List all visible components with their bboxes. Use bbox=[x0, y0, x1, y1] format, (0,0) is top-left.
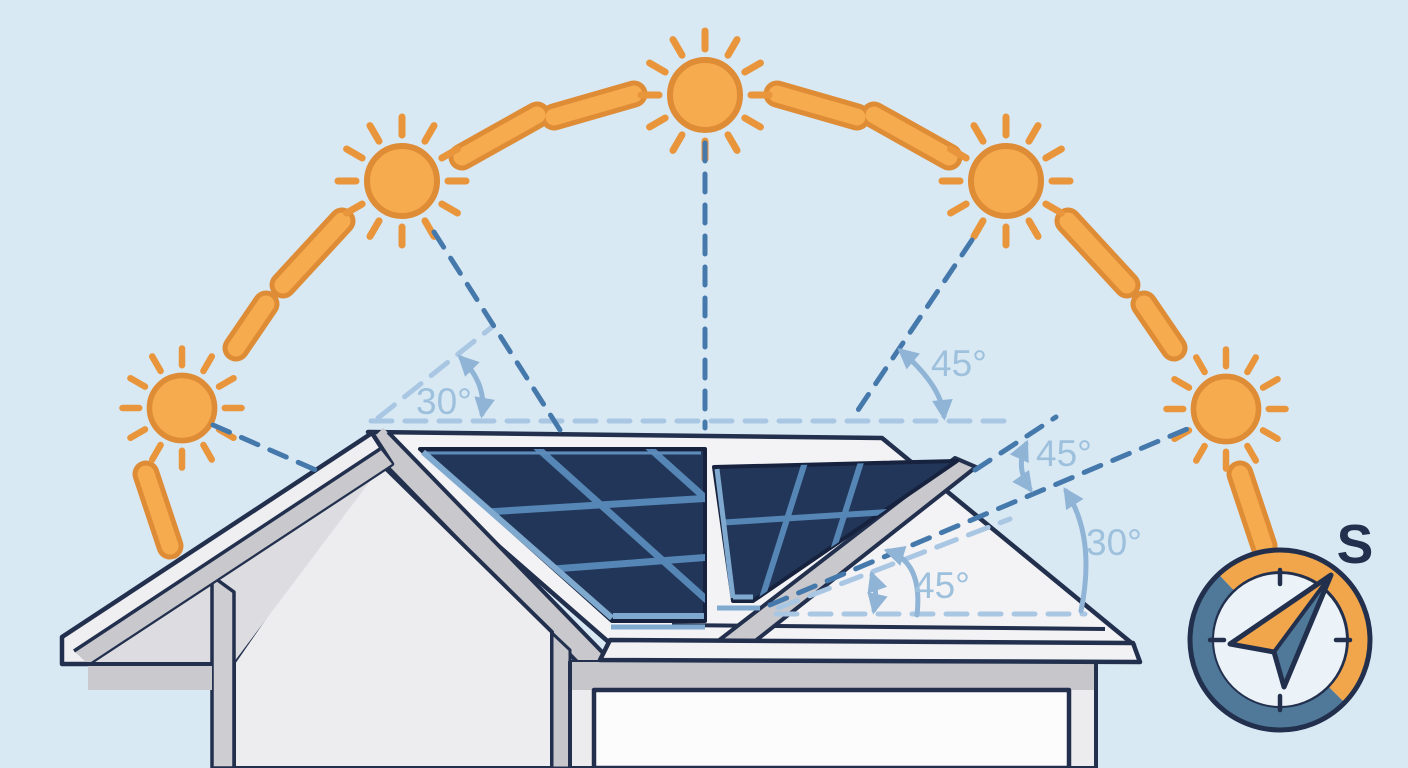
compass-ring-orange bbox=[1218, 550, 1370, 703]
compass-ticks bbox=[1207, 567, 1353, 713]
compass-ring-blue bbox=[1190, 574, 1345, 729]
sunray-morning-line bbox=[210, 422, 321, 474]
solar-panel-flat bbox=[418, 447, 707, 630]
south-label: S bbox=[1337, 513, 1374, 575]
annotations: 30° 45° 45° 30° 45° bbox=[210, 140, 1195, 618]
angle-label-sun-west: 45° bbox=[931, 343, 987, 384]
house bbox=[59, 427, 1143, 768]
angle-label-sun-low: 30° bbox=[1086, 522, 1142, 563]
sunray-evening-line bbox=[767, 424, 1195, 608]
angle-arrow-panel-vs-sun bbox=[1009, 439, 1033, 493]
gable-corner-trim bbox=[210, 574, 236, 768]
angle-arrow-sun-low bbox=[1063, 487, 1089, 614]
compass-needle-icon bbox=[1227, 572, 1334, 690]
angle-label-panel-vs-sun: 45° bbox=[1036, 433, 1092, 474]
angle-arrow-left-pitch bbox=[457, 354, 495, 419]
angle-arrow-panel-tilt bbox=[883, 545, 921, 618]
pitch-hypotenuse-line bbox=[375, 324, 495, 421]
gable-side-return bbox=[550, 631, 572, 768]
angle-arrow-sun-west bbox=[897, 348, 953, 421]
compass-icon: S bbox=[1187, 513, 1374, 733]
angle-label-panel-tilt: 45° bbox=[914, 565, 970, 606]
garage-panel bbox=[591, 687, 1072, 768]
eave-fascia bbox=[597, 637, 1143, 665]
wall-shadow-band bbox=[572, 662, 1094, 690]
gable-left-roof bbox=[59, 430, 395, 690]
sunray-afternoon-line bbox=[849, 237, 975, 422]
angle-label-left-pitch: 30° bbox=[416, 381, 472, 422]
sunray-midmorning-line bbox=[431, 229, 563, 433]
angle-arrow-roof-gap bbox=[867, 570, 888, 615]
